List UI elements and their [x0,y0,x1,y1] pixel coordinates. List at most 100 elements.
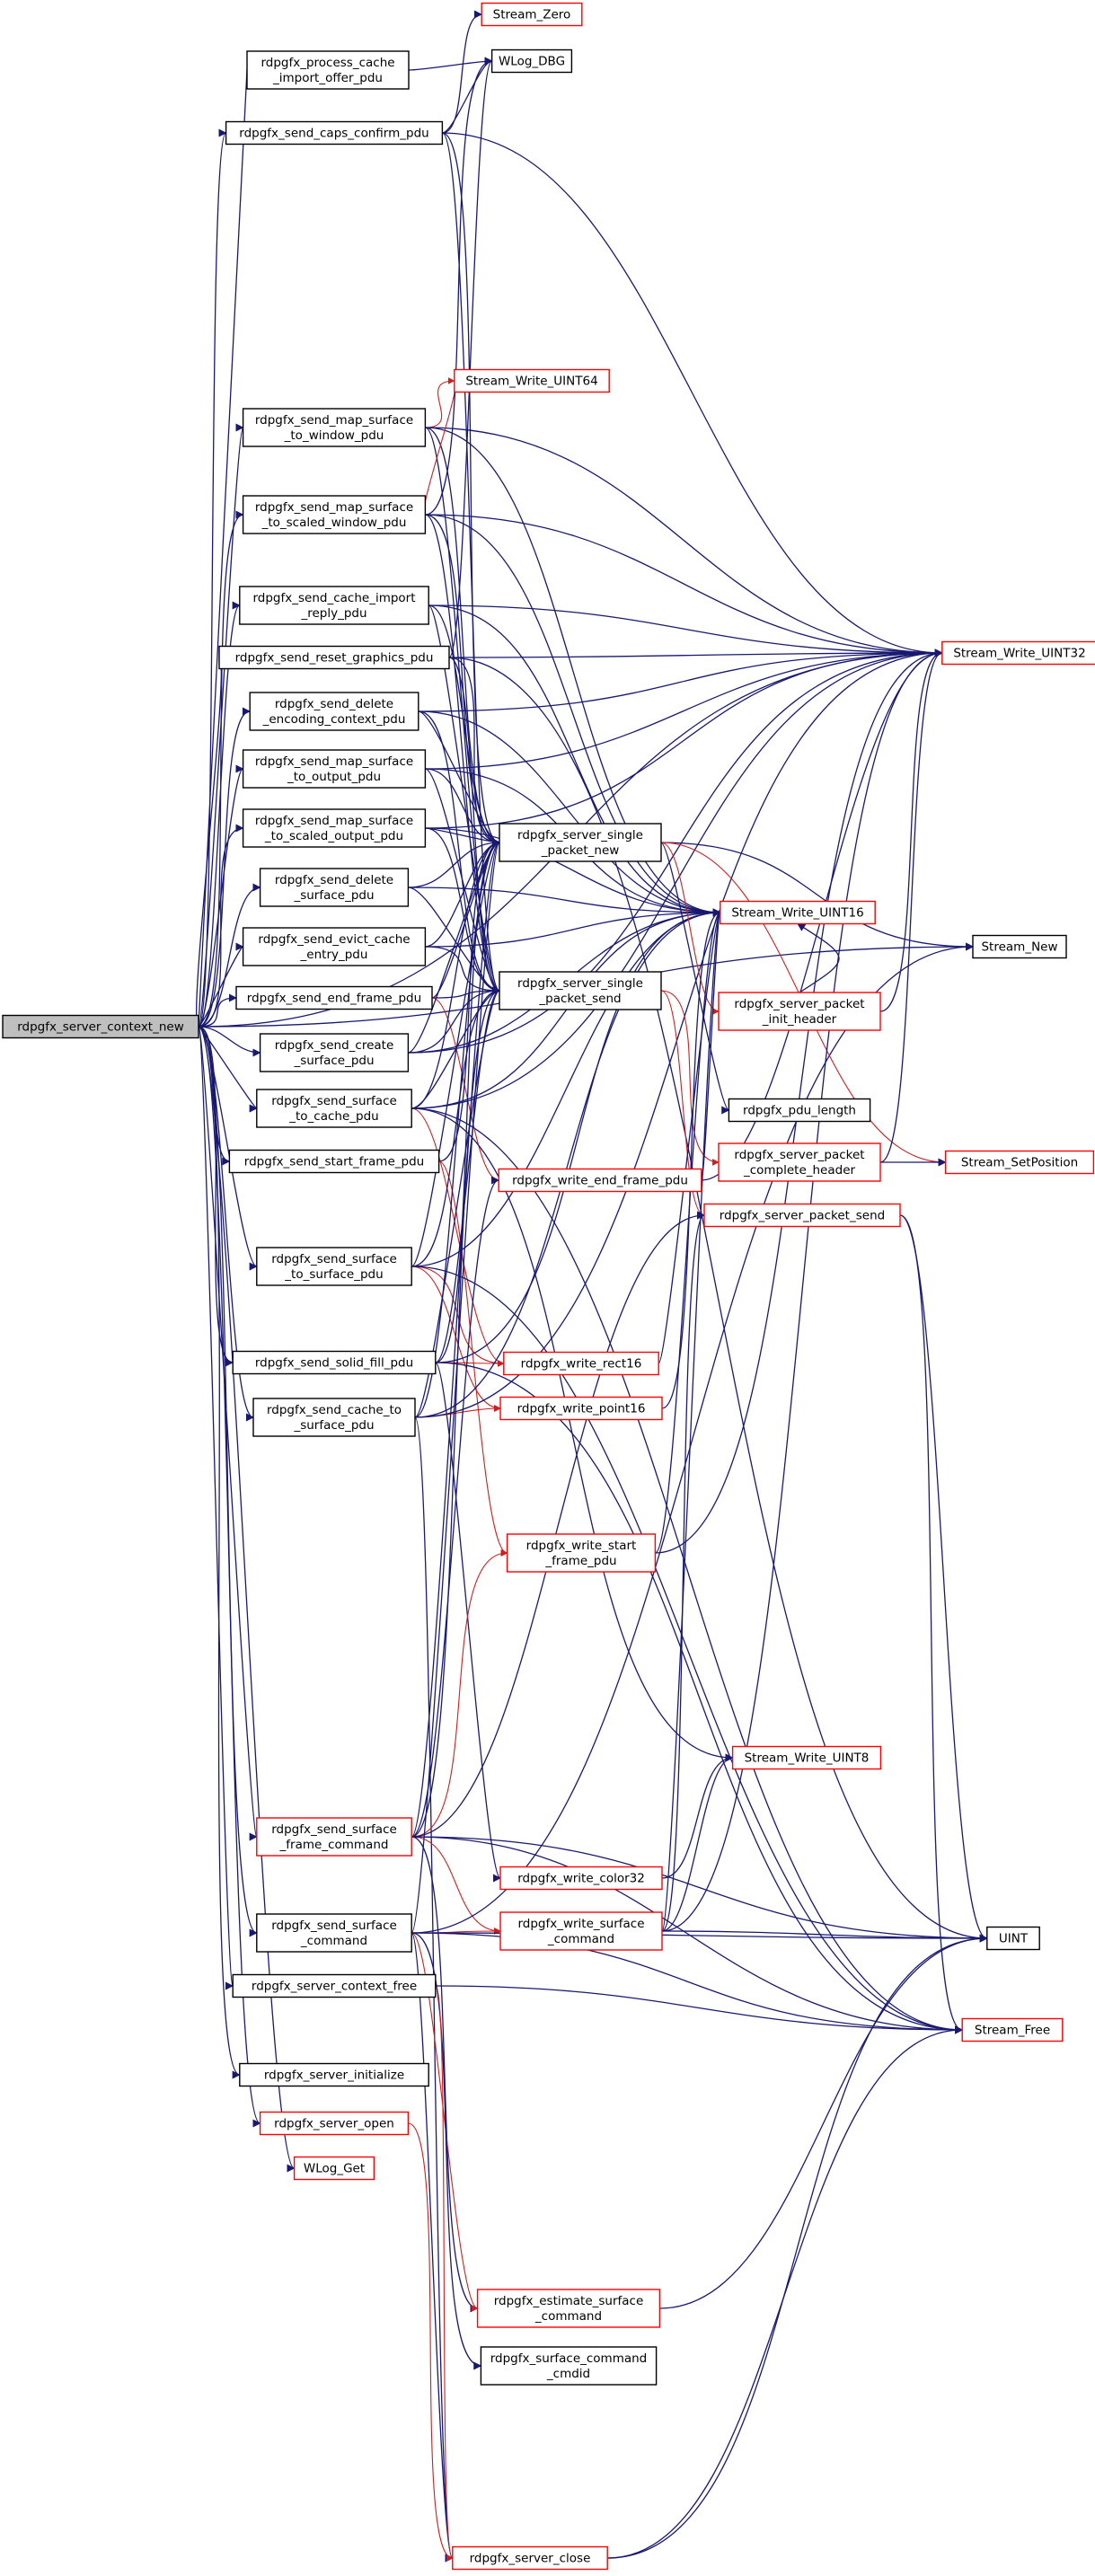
node-box [499,1396,663,1421]
node-label: rdpgfx_write_start [526,1539,637,1553]
node-rdpgfx-send-map-surface-to-output-pdu[interactable]: rdpgfx_send_map_surface_to_output_pdu [242,749,427,789]
node-rdpgfx-write-color32[interactable]: rdpgfx_write_color32 [499,1866,663,1891]
node-label: rdpgfx_server_open [274,2117,394,2131]
call-edge [425,768,500,847]
node-label: rdpgfx_write_end_frame_pdu [512,1174,688,1188]
node-label: _import_offer_pdu [272,71,383,85]
node-stream-write-uint16[interactable]: Stream_Write_UINT16 [720,900,876,925]
node-stream-write-uint8[interactable]: Stream_Write_UINT8 [731,1745,882,1770]
node-rdpgfx-send-map-surface-to-scaled-window-pdu[interactable]: rdpgfx_send_map_surface_to_scaled_window… [242,495,427,534]
call-edge [448,657,988,1943]
node-label: Stream_New [981,940,1057,955]
call-edge [425,908,721,948]
node-label: rdpgfx_server_context_free [252,1980,417,1994]
node-box [259,868,410,907]
node-box [256,1247,412,1286]
call-edge [659,1934,988,2309]
node-box [242,408,427,447]
node-rdpgfx-pdu-length[interactable]: rdpgfx_pdu_length [728,1098,871,1123]
node-stream-new[interactable]: Stream_New [972,934,1067,959]
node-box [498,1168,702,1193]
node-rdpgfx-send-cache-import-reply-pdu[interactable]: rdpgfx_send_cache_import_reply_pdu [239,586,429,625]
call-edge [425,427,500,847]
call-edge [411,1176,500,1838]
node-stream-write-uint32[interactable]: Stream_Write_UINT32 [941,640,1095,666]
call-edge [198,993,237,1028]
node-rdpgfx-server-packet-send[interactable]: rdpgfx_server_packet_send [703,1203,901,1228]
node-rdpgfx-send-reset-graphics-pdu[interactable]: rdpgfx_send_reset_graphics_pdu [218,645,450,670]
node-box [499,1866,663,1891]
node-rdpgfx-send-evict-cache-entry-pdu[interactable]: rdpgfx_send_evict_cache_entry_pdu [242,927,427,966]
node-rdpgfx-write-surface-command[interactable]: rdpgfx_write_surface_command [499,1911,663,1951]
node-stream-write-uint64[interactable]: Stream_Write_UINT64 [454,368,610,393]
node-rdpgfx-send-surface-command[interactable]: rdpgfx_send_surface_command [256,1913,412,1953]
node-uint[interactable]: UINT [986,1926,1040,1951]
node-rdpgfx-estimate-surface-command[interactable]: rdpgfx_estimate_surface_command [476,2289,661,2328]
node-box [249,692,419,731]
node-label: rdpgfx_send_solid_fill_pdu [255,1356,413,1371]
node-rdpgfx-server-packet-complete-header[interactable]: rdpgfx_server_packet_complete_header [718,1142,881,1182]
node-label: Stream_Zero [493,8,571,22]
node-box [2,1014,199,1039]
node-box [259,2111,410,2136]
node-rdpgfx-server-packet-init-header[interactable]: rdpgfx_server_packet_init_header [718,992,881,1031]
call-edge [425,57,493,516]
node-rdpgfx-send-start-frame-pdu[interactable]: rdpgfx_send_start_frame_pdu [228,1149,440,1174]
node-rdpgfx-send-create-surface-pdu[interactable]: rdpgfx_send_create_surface_pdu [259,1033,410,1072]
node-label: WLog_Get [304,2162,365,2176]
node-rdpgfx-send-end-frame-pdu[interactable]: rdpgfx_send_end_frame_pdu [235,985,433,1010]
call-edge [414,908,721,1418]
node-rdpgfx-write-end-frame-pdu[interactable]: rdpgfx_write_end_frame_pdu [498,1168,702,1193]
node-box [242,495,427,534]
call-edge [408,887,500,995]
node-rdpgfx-process-cache-import-offer-pdu[interactable]: rdpgfx_process_cache_import_offer_pdu [246,50,410,90]
node-label: Stream_Free [975,2024,1050,2038]
node-rdpgfx-send-surface-to-cache-pdu[interactable]: rdpgfx_send_surface_to_cache_pdu [256,1089,412,1128]
call-edge [607,1934,988,2559]
node-rdpgfx-send-surface-frame-command[interactable]: rdpgfx_send_surface_frame_command [256,1817,412,1857]
node-rdpgfx-send-map-surface-to-window-pdu[interactable]: rdpgfx_send_map_surface_to_window_pdu [242,408,427,447]
node-rdpgfx-send-caps-confirm-pdu[interactable]: rdpgfx_send_caps_confirm_pdu [225,120,444,146]
node-rdpgfx-server-open[interactable]: rdpgfx_server_open [259,2111,410,2136]
call-edge [198,1026,261,2128]
call-edge [654,908,721,1554]
node-label: rdpgfx_send_cache_to [267,1403,402,1417]
node-rdpgfx-send-map-surface-to-scaled-output-pdu[interactable]: rdpgfx_send_map_surface_to_scaled_output… [242,808,427,848]
node-rdpgfx-server-context-new[interactable]: rdpgfx_server_context_new [2,1014,199,1039]
node-wlog-get[interactable]: WLog_Get [293,2156,375,2181]
node-label: rdpgfx_estimate_surface [494,2294,644,2308]
call-edge [198,1026,258,1271]
node-rdpgfx-server-single-packet-send[interactable]: rdpgfx_server_single_packet_send [499,971,662,1010]
node-rdpgfx-write-start-frame-pdu[interactable]: rdpgfx_write_start_frame_pdu [506,1533,657,1573]
node-rdpgfx-server-initialize[interactable]: rdpgfx_server_initialize [239,2062,429,2087]
node-rdpgfx-server-close[interactable]: rdpgfx_server_close [452,2545,608,2571]
call-edge [414,986,500,1418]
node-rdpgfx-send-delete-surface-pdu[interactable]: rdpgfx_send_delete_surface_pdu [259,868,410,907]
call-edge [899,1214,988,1943]
call-edge [408,57,493,71]
node-rdpgfx-server-single-packet-new[interactable]: rdpgfx_server_single_packet_new [499,823,662,862]
node-box [242,749,427,789]
node-box [718,1142,881,1182]
node-stream-setposition[interactable]: Stream_SetPosition [944,1150,1095,1175]
node-stream-free[interactable]: Stream_Free [961,2017,1064,2042]
node-rdpgfx-send-surface-to-surface-pdu[interactable]: rdpgfx_send_surface_to_surface_pdu [256,1247,412,1286]
node-label: rdpgfx_send_map_surface [255,413,413,428]
node-rdpgfx-send-solid-fill-pdu[interactable]: rdpgfx_send_solid_fill_pdu [232,1350,437,1375]
node-box [490,49,573,74]
node-box [232,1350,437,1375]
node-stream-zero[interactable]: Stream_Zero [481,2,583,27]
node-label: rdpgfx_server_packet_send [720,1209,885,1223]
node-rdpgfx-surface-command-cmdid[interactable]: rdpgfx_surface_command_cmdid [480,2346,658,2386]
node-label: _to_scaled_window_pdu [261,516,407,530]
node-rdpgfx-write-point16[interactable]: rdpgfx_write_point16 [499,1396,663,1421]
node-rdpgfx-send-cache-to-surface-pdu[interactable]: rdpgfx_send_cache_to_surface_pdu [252,1398,416,1437]
node-label: rdpgfx_write_point16 [517,1402,646,1416]
call-edge [425,827,500,995]
node-rdpgfx-send-delete-encoding-context-pdu[interactable]: rdpgfx_send_delete_encoding_context_pdu [249,692,419,731]
node-wlog-dbg[interactable]: WLog_DBG [490,49,573,74]
node-rdpgfx-write-rect16[interactable]: rdpgfx_write_rect16 [503,1351,659,1376]
node-rdpgfx-server-context-free[interactable]: rdpgfx_server_context_free [232,1973,437,1998]
node-label: _to_scaled_output_pdu [264,829,403,843]
node-label: _frame_command [279,1838,389,1852]
